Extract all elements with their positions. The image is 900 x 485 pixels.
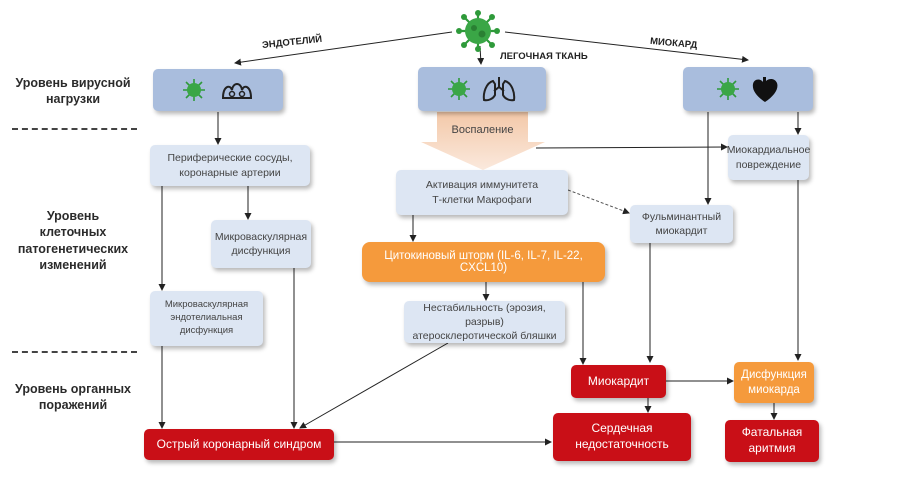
arrow-to-myocardium	[504, 31, 749, 63]
fulminant-myocarditis-box: Фульминантный миокардит	[630, 205, 733, 243]
endothelium-icon	[221, 83, 253, 99]
heart-failure-box: Сердечная недостаточность	[553, 413, 691, 461]
myocardial-dysfunction-box: Дисфункция миокарда	[734, 362, 814, 403]
level-label-organ: Уровень органных поражений	[15, 382, 131, 413]
microvascular-dysfunction-box: Микроваскулярная дисфункция	[211, 220, 311, 268]
virus-icon	[717, 78, 739, 100]
virus-icon	[183, 79, 205, 101]
heart-icon	[752, 77, 778, 102]
arrow-immune-to-fulminant	[567, 189, 630, 215]
immune-activation-box: Активация иммунитета Т-клетки Макрофаги	[396, 170, 568, 215]
myocardial-damage-box: Миокардиальное повреждение	[727, 135, 810, 180]
branch-label-lung: ЛЕГОЧНАЯ ТКАНЬ	[500, 51, 588, 62]
level-label-viral: Уровень вирусной нагрузки	[15, 76, 131, 107]
fatal-arrhythmia-box: Фатальная аритмия	[725, 420, 819, 462]
cytokine-storm-box: Цитокиновый шторм (IL-6, IL-7, IL-22, CX…	[362, 242, 605, 282]
arrow-inflammation-to-myocardial-damage	[535, 143, 728, 151]
endothelial-dysfunction-box: Микроваскулярная эндотелиальная дисфункц…	[150, 291, 263, 346]
level-divider	[12, 351, 137, 353]
arrow-instability-to-acs	[299, 342, 449, 429]
level-divider	[12, 128, 137, 130]
level-label-cellular: Уровень клеточных патогенетических измен…	[17, 209, 129, 272]
plaque-instability-box: Нестабильность (эрозия, разрыв) атероскл…	[404, 301, 565, 343]
virus-icon	[448, 78, 470, 100]
endothelium-viral-box	[153, 69, 283, 111]
lungs-icon	[482, 77, 516, 102]
virus-icon	[452, 10, 504, 57]
arrow-to-endothelium	[234, 31, 453, 66]
myocarditis-box: Миокардит	[571, 365, 666, 398]
acute-coronary-syndrome-box: Острый коронарный синдром	[144, 429, 334, 460]
inflammation-label: Воспаление	[451, 124, 514, 136]
inflammation-arrow-shape	[421, 112, 545, 170]
peripheral-vessels-box: Периферические сосуды, коронарные артери…	[150, 145, 310, 186]
myocardium-viral-box	[683, 67, 813, 111]
lung-viral-box	[418, 67, 546, 111]
